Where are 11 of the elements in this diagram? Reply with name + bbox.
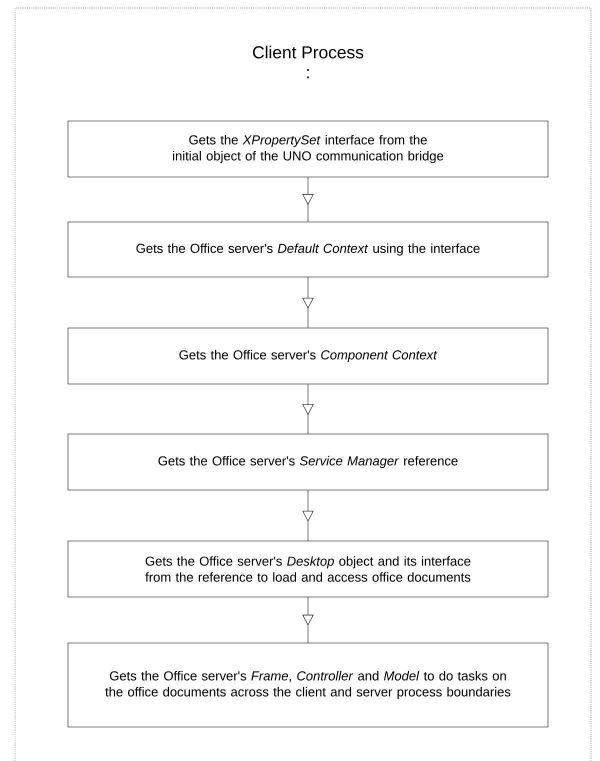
process-box: Gets the Office server's Frame, Controller and Model to do tasks on the office documents across the client and server process boundaries (68, 642, 548, 728)
arrow (302, 490, 314, 541)
process-box: Gets the Office server's Desktop object and its interface from the reference to load and access office documents (68, 540, 548, 598)
arrow (302, 177, 314, 222)
process-box: Gets the Office server's Default Context using the interface (68, 222, 548, 278)
process-box: Gets the XPropertySet interface from the initial object of the UNO communication bridge (68, 120, 548, 178)
process-box: Gets the Office server's Service Manager reference (68, 434, 548, 490)
arrow (302, 597, 314, 643)
arrow (302, 384, 314, 434)
process-box: Gets the Office server's Component Context (68, 328, 548, 384)
arrow (302, 277, 314, 328)
